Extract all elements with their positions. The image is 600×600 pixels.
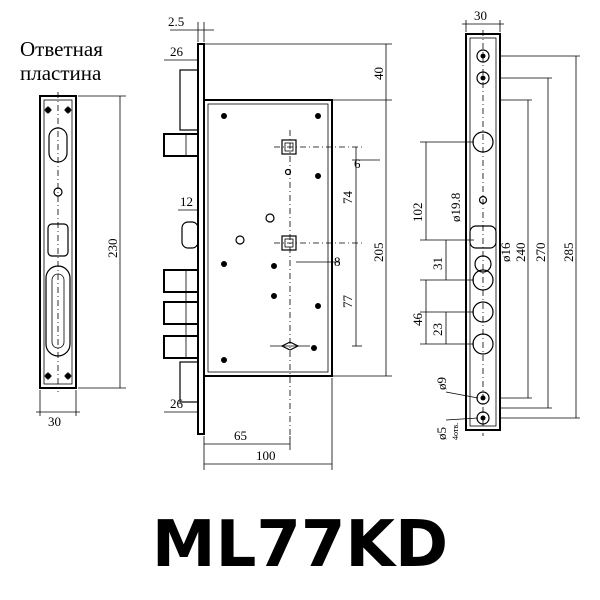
top-margin-dim: 40	[371, 67, 386, 80]
holes-count-label: 4отв.	[451, 423, 460, 440]
dist-240-dim: 240	[513, 243, 528, 263]
bolt-hole-dim: 12	[180, 194, 193, 209]
bottom-offset-dim: 26	[170, 396, 184, 411]
body-width-dim: 100	[256, 448, 276, 463]
faceplate-width-dim: 30	[474, 8, 487, 23]
strike-height-dim: 230	[105, 239, 120, 259]
dist-270-dim: 270	[533, 243, 548, 263]
handle-hole-dim: ø16	[498, 242, 513, 262]
screw-small-dim: ø5	[434, 427, 449, 440]
strike-plate-title-line2: пластина	[20, 61, 102, 85]
backset-dim: 65	[234, 428, 247, 443]
dist-102-dim: 102	[410, 203, 425, 223]
lock-body	[163, 43, 362, 440]
dist-31-dim: 31	[430, 257, 445, 270]
cyl-hole-dim: ø19.8	[448, 193, 463, 222]
square-size-1-dim: 6	[354, 156, 361, 171]
square-size-2-dim: 8	[334, 254, 341, 269]
strike-width-dim: 30	[48, 414, 61, 429]
dist-46-dim: 46	[410, 313, 425, 327]
top-offset-dim: 26	[170, 44, 184, 59]
dist-285-dim: 285	[561, 243, 576, 263]
body-height-dim: 205	[371, 243, 386, 263]
strike-plate-title-line1: Ответная	[20, 37, 103, 61]
strike-plate	[39, 92, 77, 392]
dist-23-dim: 23	[430, 323, 445, 336]
spacing-77-dim: 77	[340, 295, 355, 309]
screw-hole-dim: ø9	[434, 377, 449, 390]
model-name: ML77KD	[152, 508, 448, 582]
spacing-74-dim: 74	[340, 191, 355, 205]
front-thickness-dim: 2.5	[168, 14, 184, 29]
faceplate	[465, 30, 501, 436]
